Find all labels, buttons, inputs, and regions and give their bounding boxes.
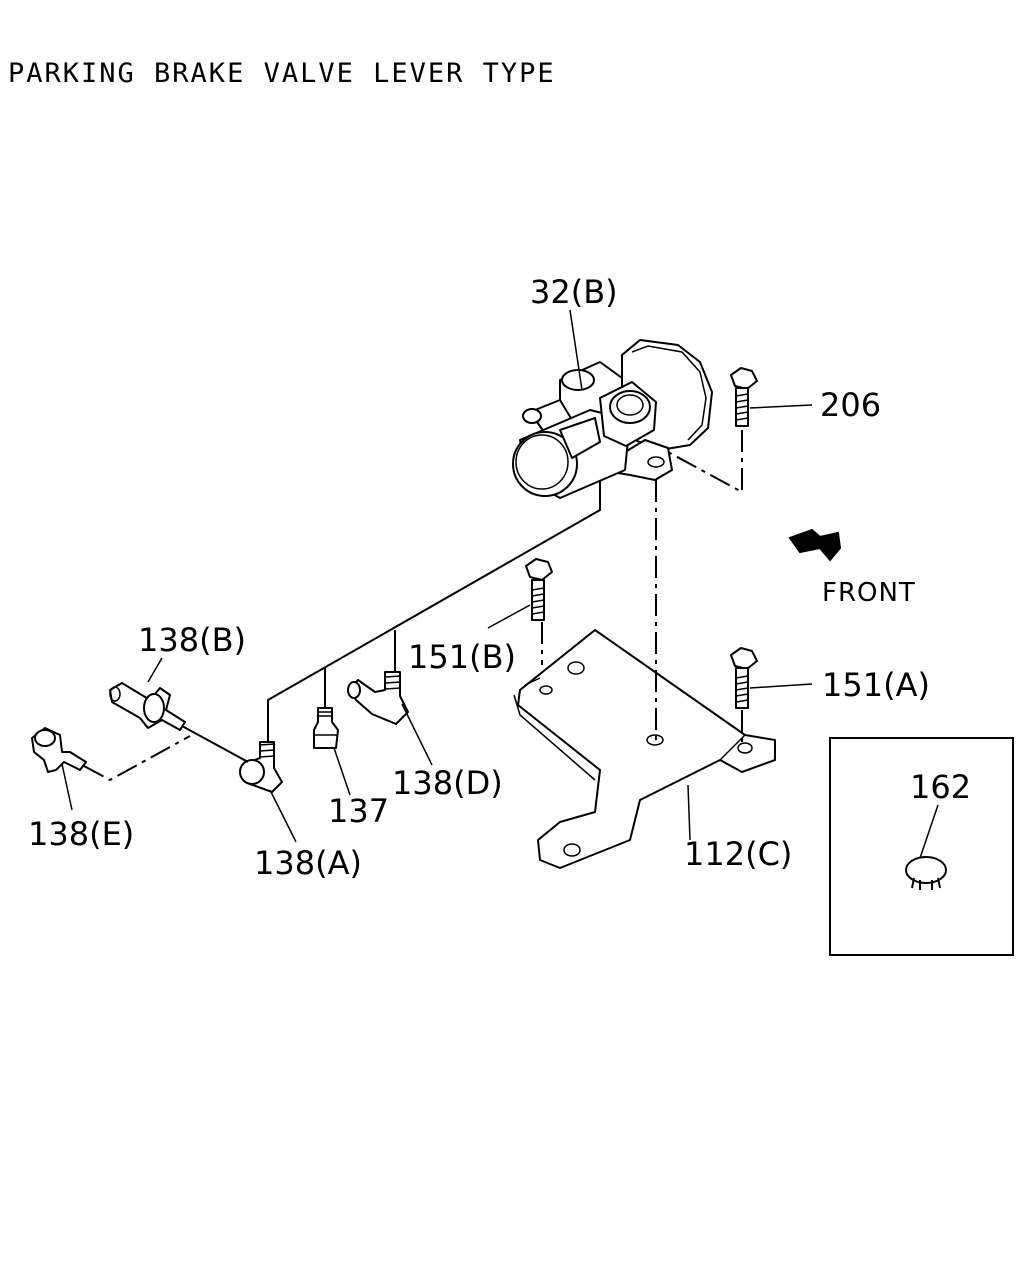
label-151b: 151(B): [408, 638, 516, 676]
label-112c: 112(C): [684, 835, 792, 873]
label-138b: 138(B): [138, 621, 246, 659]
fitting-138a: [239, 741, 283, 793]
leader-lines: [61, 309, 939, 859]
front-label: FRONT: [822, 578, 916, 608]
bracket: [513, 629, 776, 869]
center-line-138e: [83, 735, 191, 782]
diagram-title: PARKING BRAKE VALVE LEVER TYPE: [8, 58, 556, 89]
fitting-137: [313, 707, 339, 749]
label-206: 206: [820, 386, 881, 424]
front-arrow-icon: [788, 528, 842, 562]
parking-brake-valve: [512, 339, 713, 499]
label-32b: 32(B): [530, 273, 618, 311]
label-138a: 138(A): [254, 844, 362, 882]
label-151a: 151(A): [822, 666, 930, 704]
label-162: 162: [910, 768, 971, 806]
fitting-138b: [109, 682, 186, 731]
bolt-151b: [525, 558, 553, 621]
label-138d: 138(D): [392, 764, 503, 802]
pipe-branches: [324, 630, 396, 708]
inset-box: [829, 737, 1014, 956]
pipe-138b-138a: [181, 725, 249, 763]
pipe-line: [267, 480, 601, 742]
bolt-151a: [730, 647, 758, 709]
label-137: 137: [328, 792, 389, 830]
fitting-138d: [347, 671, 409, 725]
bolt-206: [730, 367, 758, 427]
fitting-138e: [31, 727, 87, 773]
center-line-206: [667, 430, 743, 494]
clip-162: [905, 856, 947, 890]
label-138e: 138(E): [28, 815, 134, 853]
